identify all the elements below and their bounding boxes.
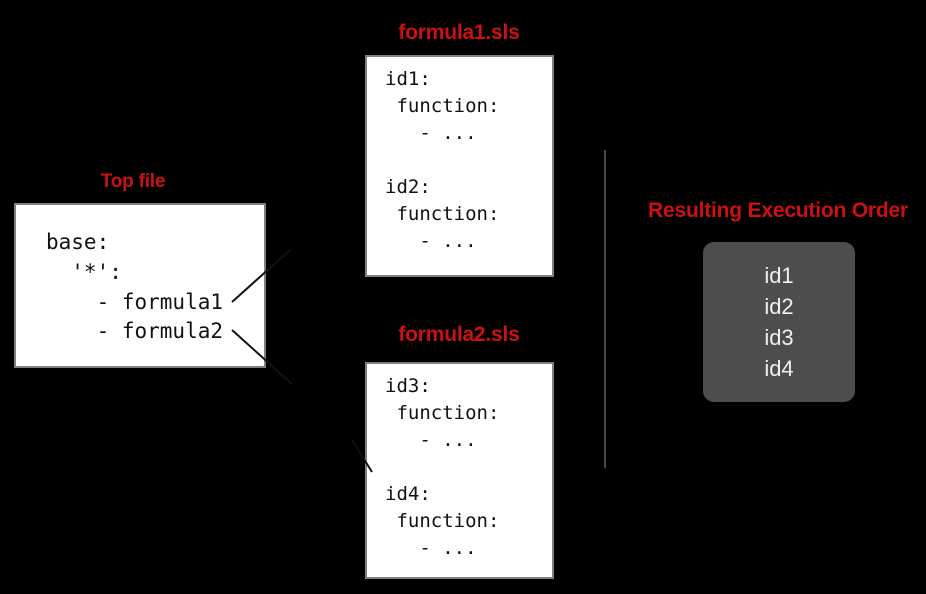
- execution-order-item: id1: [764, 262, 794, 288]
- formula2-panel: id3: function: - ... id4: function: - ..…: [365, 362, 554, 579]
- formula1-panel: id1: function: - ... id2: function: - ..…: [365, 55, 554, 277]
- formula1-code: id1: function: - ... id2: function: - ..…: [385, 68, 500, 252]
- formula2-caption: formula2.sls: [398, 323, 520, 346]
- execution-order-item: id3: [764, 325, 794, 350]
- top-file-caption: Top file: [100, 171, 166, 192]
- vertical-divider: [604, 150, 606, 468]
- formula2-code: id3: function: - ... id4: function: - ..…: [385, 375, 500, 559]
- execution-order-item: id2: [764, 293, 794, 319]
- top-file-code: base: '*': - formula1 - formula2: [46, 230, 224, 344]
- formula1-caption: formula1.sls: [398, 21, 520, 44]
- top-file-panel: base: '*': - formula1 - formula2: [14, 203, 266, 368]
- execution-order-caption: Resulting Execution Order: [648, 199, 908, 222]
- execution-order-box: id1 id2 id3 id4: [703, 242, 855, 402]
- execution-order-item: id4: [764, 356, 794, 382]
